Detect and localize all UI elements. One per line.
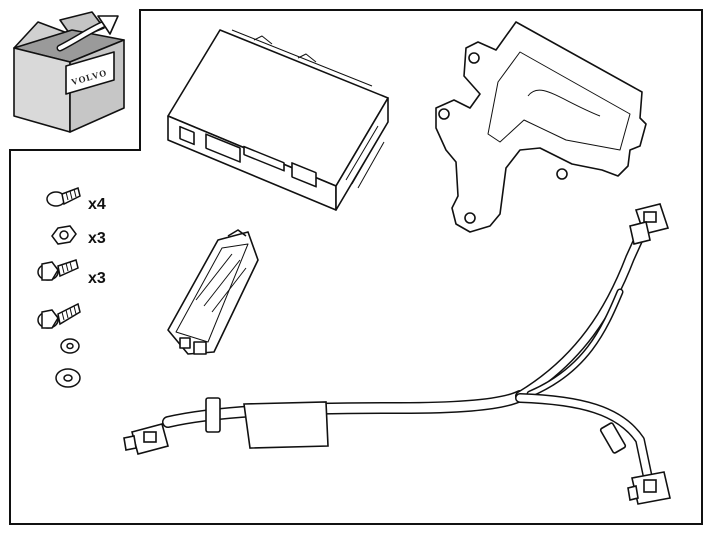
harness-label-sleeve xyxy=(243,401,329,449)
harness-connector-bottom xyxy=(627,471,671,505)
harness-connector-top xyxy=(629,203,670,245)
harness-clip xyxy=(205,397,221,433)
flange-bolt-icon xyxy=(37,259,79,281)
nut-icon xyxy=(51,225,77,245)
mounting-bracket-icon xyxy=(435,21,647,233)
screw-small-quantity: x4 xyxy=(88,196,106,213)
screw-small-icon xyxy=(46,187,81,207)
harness-clip-lower xyxy=(599,422,627,454)
nut-quantity: x3 xyxy=(88,230,106,247)
control-module-icon xyxy=(167,29,389,211)
kit-box-icon xyxy=(13,11,125,133)
antenna-unit-icon xyxy=(167,229,259,355)
harness-connector-left xyxy=(123,423,169,455)
long-bolt-icon xyxy=(37,302,81,329)
diagram-frame xyxy=(9,9,703,525)
flange-bolt-quantity: x3 xyxy=(88,270,106,287)
washer-large-icon xyxy=(55,368,81,388)
washer-small-icon xyxy=(60,338,80,354)
